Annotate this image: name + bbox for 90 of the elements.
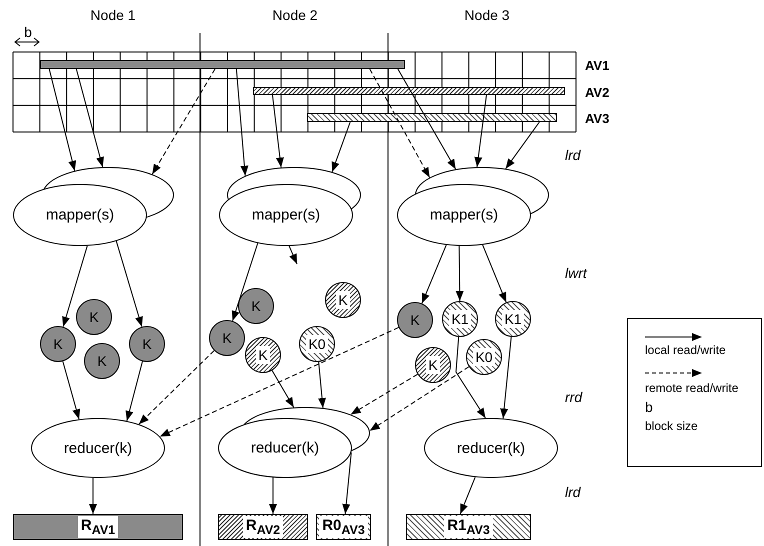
arrow <box>272 94 284 168</box>
key-circle <box>415 347 451 383</box>
key-circle <box>209 320 245 356</box>
key-circle <box>76 299 112 335</box>
arrow <box>456 245 464 302</box>
legend-symbol: b <box>645 399 653 415</box>
arrow <box>269 477 277 514</box>
key-circle <box>466 339 502 375</box>
dashed-arrow <box>152 68 216 175</box>
column-heading: Node 2 <box>272 7 318 23</box>
legend-text: block size <box>645 419 698 433</box>
column-heading: Node 1 <box>90 7 136 23</box>
key-label: K <box>222 330 232 346</box>
key-label: K <box>336 291 350 309</box>
key-circle <box>442 301 478 337</box>
arrow <box>48 68 76 172</box>
data-bar <box>253 87 565 95</box>
arrow <box>397 68 456 170</box>
arrow <box>460 476 476 514</box>
key-label: K0 <box>473 348 495 366</box>
arrow <box>500 336 512 419</box>
arrow <box>482 244 507 303</box>
legend-text: remote read/write <box>645 381 738 395</box>
key-circle <box>299 326 335 362</box>
arrow <box>89 477 97 514</box>
arrow <box>505 122 540 170</box>
key-circle <box>238 288 274 324</box>
key-circle <box>397 302 433 338</box>
arrow <box>62 360 80 420</box>
arrow <box>126 360 143 422</box>
arrow <box>236 68 248 176</box>
process-label: mapper(s) <box>430 206 498 224</box>
key-label: K <box>142 336 152 352</box>
key-label: K0 <box>306 335 328 353</box>
arrow <box>116 240 143 328</box>
arrow <box>474 94 487 168</box>
key-label: K <box>256 346 270 364</box>
phase-label: lwrt <box>565 265 587 281</box>
key-label: K <box>53 336 63 352</box>
key-label: K1 <box>502 310 524 328</box>
dimension-label: b <box>24 24 32 40</box>
dashed-arrow <box>159 326 400 437</box>
result-label: R$_{AV2}$ <box>242 516 284 538</box>
arrow <box>62 245 88 328</box>
result-bar <box>406 514 531 540</box>
process-label: reducer(k) <box>250 440 320 456</box>
key-circle <box>129 326 165 362</box>
arrow <box>76 68 104 168</box>
row-label: AV2 <box>585 85 610 100</box>
arrow <box>421 244 447 304</box>
arrow <box>455 336 486 419</box>
key-circle <box>40 326 76 362</box>
result-label: R0$_{AV3}$ <box>319 516 368 538</box>
process-label: mapper(s) <box>46 206 114 224</box>
key-circle <box>325 282 361 318</box>
dashed-arrow <box>369 366 470 432</box>
phase-label: lrd <box>565 484 581 500</box>
dashed-arrow <box>138 350 215 425</box>
result-label: R$_{AV1}$ <box>78 516 118 538</box>
arrow <box>232 242 258 322</box>
process-label: reducer(k) <box>456 440 526 456</box>
key-circle <box>84 343 120 379</box>
result-bar <box>218 514 308 540</box>
key-label: K <box>89 309 99 325</box>
arrow <box>342 452 352 514</box>
key-label: K <box>251 298 261 314</box>
result-label: R1$_{AV3}$ <box>444 516 493 538</box>
legend-text: local read/write <box>645 343 726 357</box>
row-label: AV3 <box>585 111 610 126</box>
key-circle <box>495 301 531 337</box>
key-label: K <box>97 353 107 369</box>
arrow <box>288 245 298 264</box>
arrow <box>318 361 326 408</box>
result-bar <box>13 514 183 540</box>
phase-label: rrd <box>565 389 582 405</box>
arrow <box>272 370 294 408</box>
key-label: K <box>426 356 440 374</box>
column-heading: Node 3 <box>464 7 510 23</box>
dashed-arrow <box>369 68 430 178</box>
data-bar <box>40 60 405 69</box>
process-label: reducer(k) <box>64 440 132 456</box>
arrow <box>332 122 351 172</box>
dashed-arrow <box>350 374 418 416</box>
key-label: K <box>410 312 420 328</box>
phase-label: lrd <box>565 147 581 163</box>
key-circle <box>245 337 281 373</box>
key-label: K1 <box>449 310 471 328</box>
process-label: mapper(s) <box>252 206 320 224</box>
row-label: AV1 <box>585 58 610 73</box>
data-bar <box>307 113 557 122</box>
